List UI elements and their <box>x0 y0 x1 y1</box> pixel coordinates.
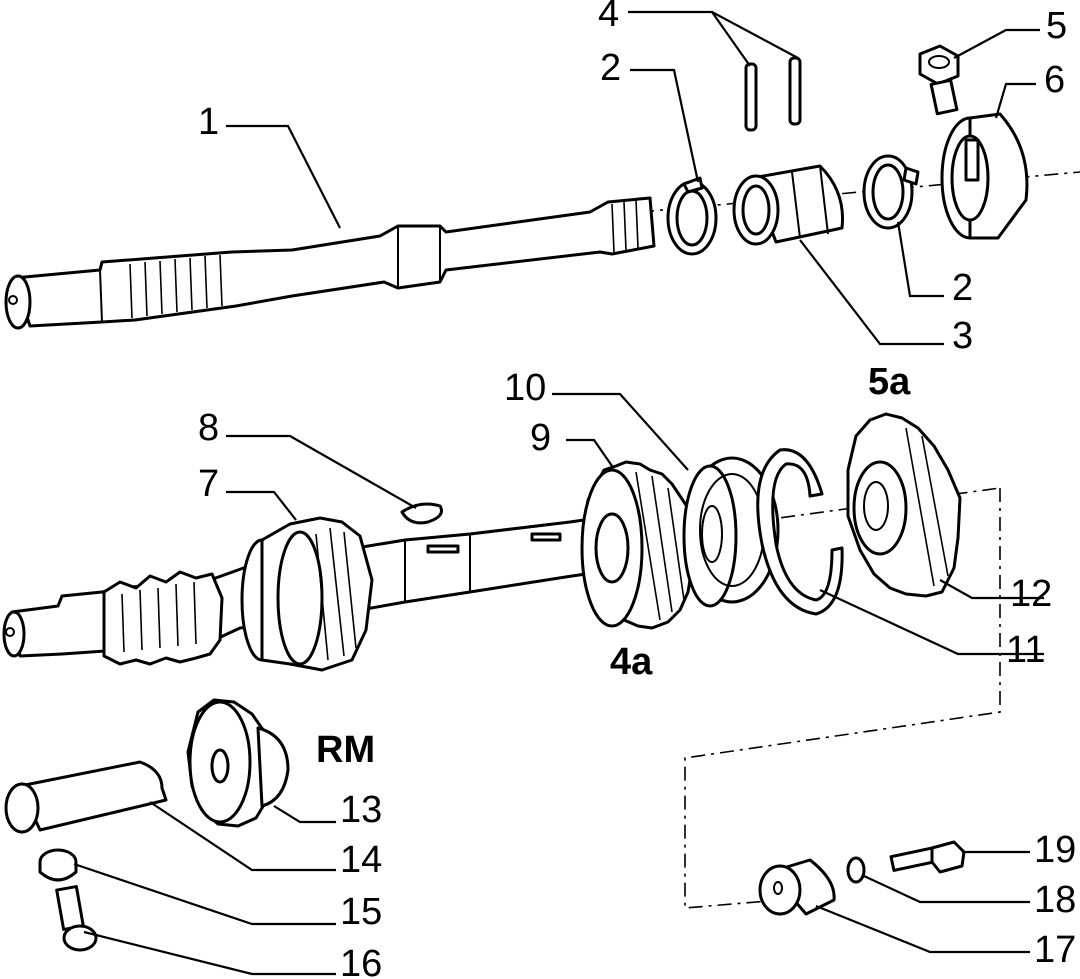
callout-labels: 1 2 4 5 6 2 3 8 7 9 10 12 11 13 14 15 16… <box>198 0 1076 979</box>
callout-7: 7 <box>198 463 219 505</box>
gear-label-fifth: 5a <box>868 361 911 403</box>
callout-1: 1 <box>198 101 219 143</box>
gear-fifth <box>846 412 962 598</box>
cluster-gear-small <box>102 570 224 666</box>
callout-13: 13 <box>340 789 382 831</box>
gear-label-reverse: RM <box>316 729 375 771</box>
bushing <box>758 858 836 916</box>
shaft-splines <box>129 199 639 319</box>
secondary-shaft <box>2 516 588 672</box>
callout-5: 5 <box>1046 5 1067 47</box>
callout-12: 12 <box>1010 573 1052 615</box>
callout-2-top: 2 <box>600 47 621 89</box>
callout-3: 3 <box>952 315 973 357</box>
cup-housing <box>940 112 1029 240</box>
callout-11: 11 <box>1006 629 1045 671</box>
snap-ring-right <box>862 154 920 230</box>
callout-19: 19 <box>1034 829 1076 871</box>
sleeve <box>732 164 845 246</box>
callout-2-right: 2 <box>952 267 973 309</box>
cluster-gear-large <box>240 516 374 672</box>
callout-18: 18 <box>1034 879 1076 921</box>
screw <box>55 885 98 952</box>
primary-shaft <box>4 196 656 330</box>
washer <box>38 848 78 882</box>
callout-6: 6 <box>1044 59 1065 101</box>
pivot-bolt <box>889 840 966 874</box>
synchronizer-hub <box>682 456 780 608</box>
reverse-idler-gear <box>186 698 290 828</box>
gear-fourth <box>580 460 696 630</box>
bolt <box>918 44 960 116</box>
callout-16: 16 <box>340 943 382 979</box>
gear-labels: 5a 4a RM <box>316 361 911 771</box>
woodruff-key <box>400 502 443 525</box>
callout-8: 8 <box>198 407 219 449</box>
callout-15: 15 <box>340 891 382 933</box>
snap-ring-left <box>666 176 718 256</box>
reverse-shaft <box>4 760 168 834</box>
callout-10: 10 <box>504 367 546 409</box>
small-washer <box>846 856 866 884</box>
roll-pins <box>744 56 802 132</box>
gear-label-fourth: 4a <box>610 641 653 683</box>
leader-lines <box>73 10 1044 976</box>
callout-17: 17 <box>1034 929 1076 971</box>
callout-4: 4 <box>598 0 619 35</box>
callout-14: 14 <box>340 839 382 881</box>
callout-9: 9 <box>530 417 551 459</box>
circlip <box>756 448 844 616</box>
